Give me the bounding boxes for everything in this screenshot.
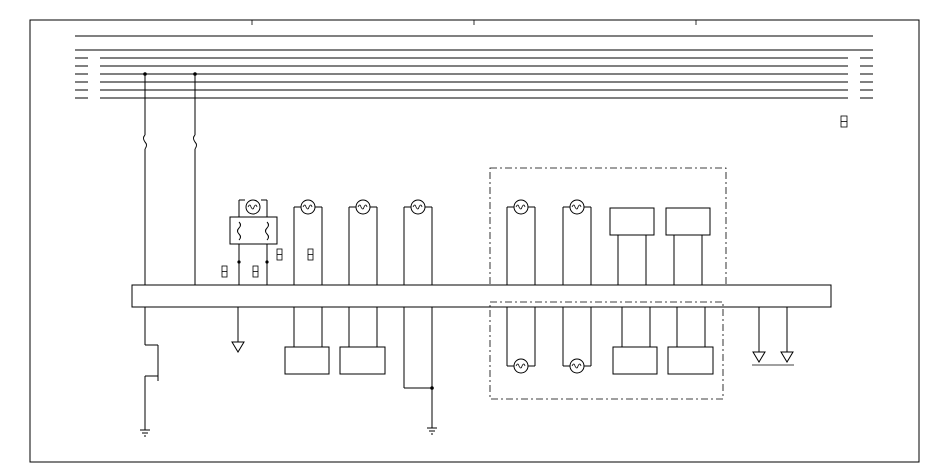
- module-box: [667, 307, 714, 375]
- connector-symbol: [252, 265, 259, 278]
- bulb-icon: [513, 358, 529, 374]
- fusible-link-icon: [143, 134, 147, 150]
- module-box: [339, 307, 386, 375]
- connector-symbol: [276, 248, 283, 261]
- bulb-icon: [355, 199, 371, 215]
- bulb-icon: [300, 199, 316, 215]
- switch-to-ground: [144, 307, 159, 430]
- dashed-group-lower: [489, 301, 724, 400]
- module-box: [284, 307, 330, 375]
- connector-symbol: [307, 248, 314, 261]
- module-box: [612, 307, 658, 375]
- switch-assembly: [229, 199, 278, 285]
- bulb-circuit: [562, 307, 592, 367]
- ground-icon: [752, 307, 766, 363]
- bulb-circuit: [506, 307, 536, 367]
- bulb-icon: [245, 199, 261, 215]
- bulb-circuit: [562, 206, 592, 285]
- module-box: [609, 207, 655, 285]
- connector-symbol: [840, 115, 848, 128]
- module-box: [665, 207, 711, 285]
- bulb-icon: [569, 199, 585, 215]
- power-bus: [75, 35, 873, 99]
- earth-ground-icon: [140, 429, 150, 437]
- feed-wires: [143, 72, 197, 285]
- bulb-circuit: [403, 206, 433, 285]
- earth-ground-icon: [427, 427, 437, 435]
- ground-icon: [231, 307, 245, 353]
- ground-return-wire: [403, 307, 434, 428]
- bulb-icon: [569, 358, 585, 374]
- connector-symbol: [221, 265, 228, 278]
- bulb-icon: [513, 199, 529, 215]
- frame: [29, 19, 920, 463]
- connector-block: [131, 284, 832, 308]
- fusible-link-icon: [193, 134, 197, 150]
- bulb-circuit: [348, 206, 378, 285]
- bulb-circuit: [293, 206, 323, 285]
- ground-icon: [780, 307, 794, 363]
- bulb-circuit: [506, 206, 536, 285]
- bulb-icon: [410, 199, 426, 215]
